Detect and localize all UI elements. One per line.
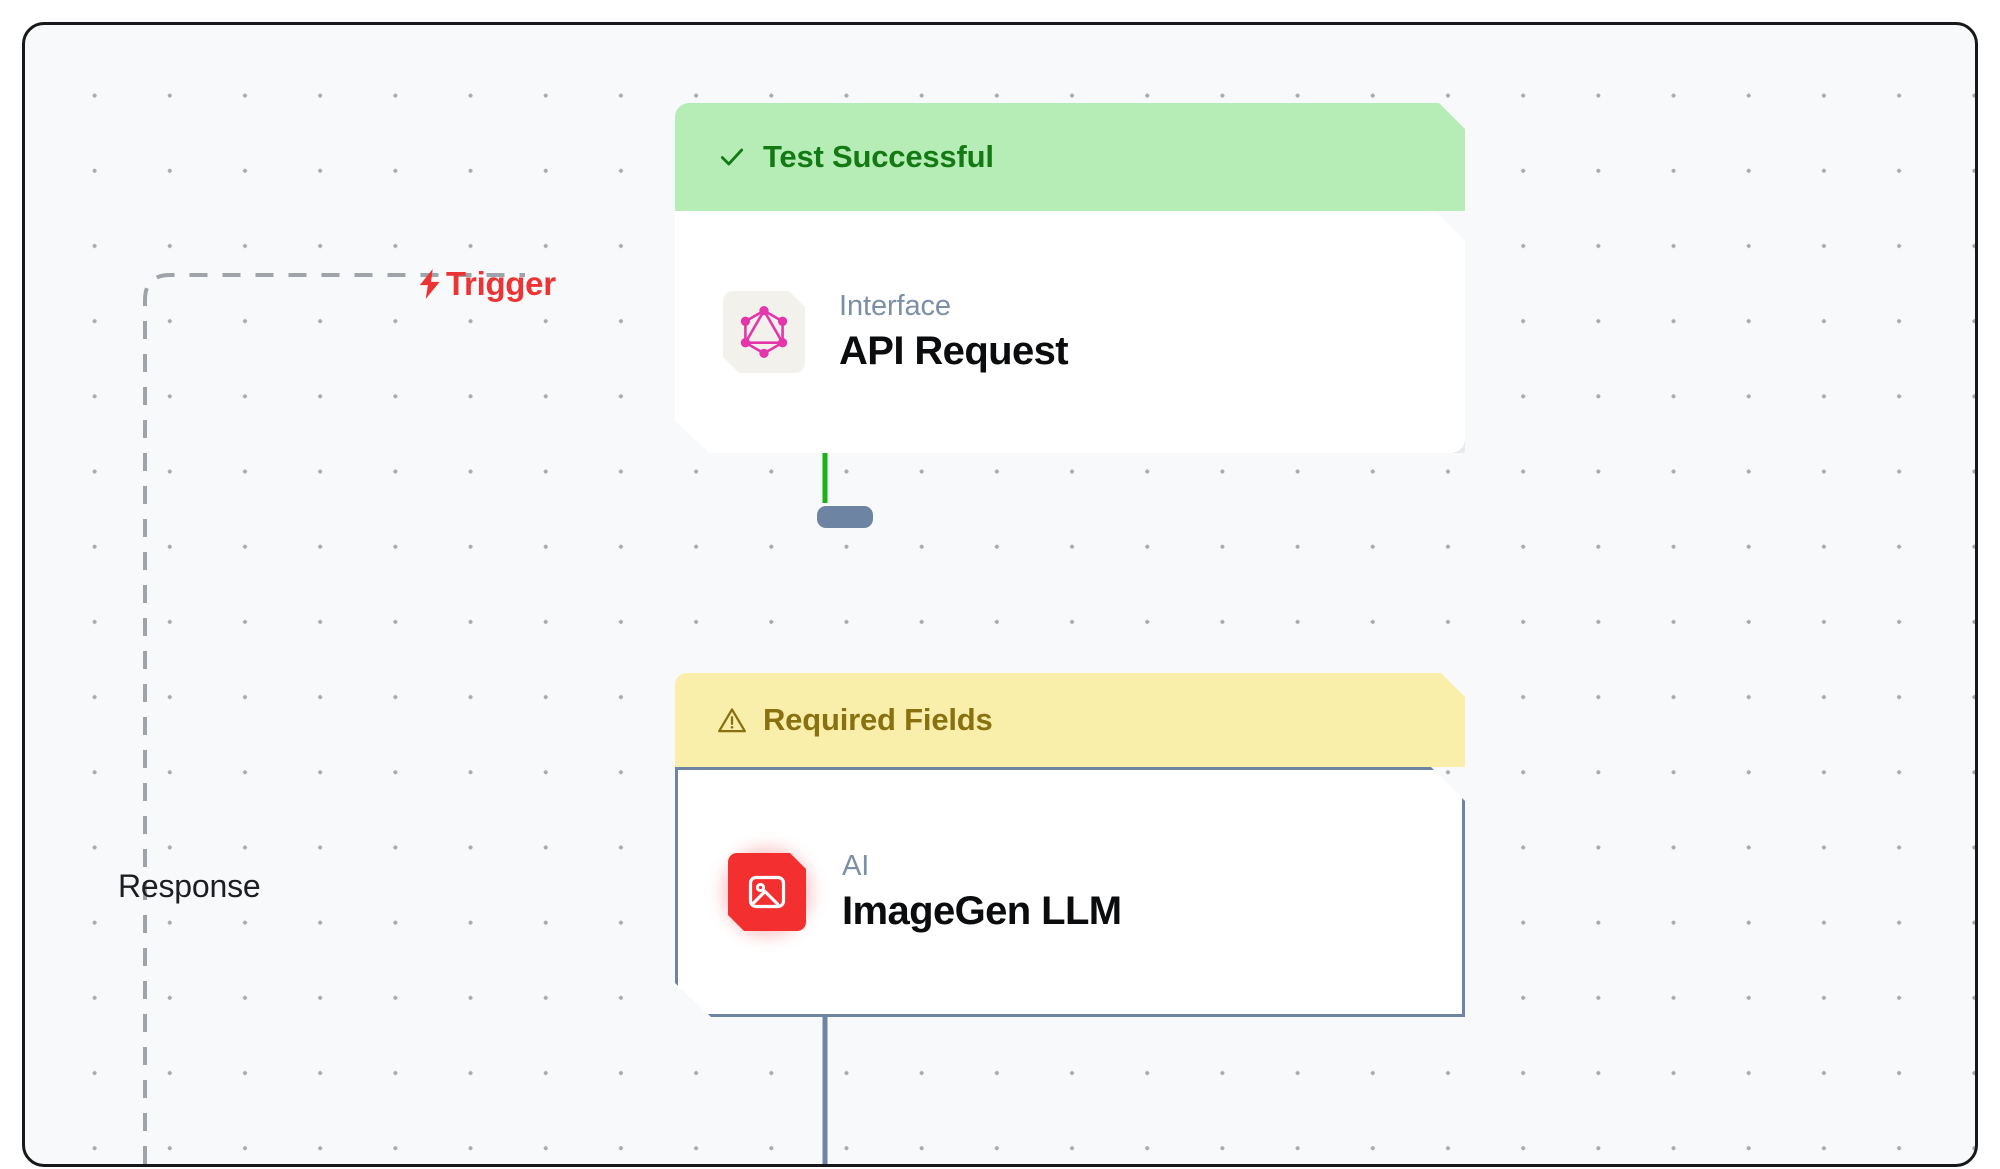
- node-imagegen-llm-icon-wrap: [726, 851, 808, 933]
- trigger-edge-label-text: Trigger: [446, 265, 556, 302]
- node-imagegen-llm-title: ImageGen LLM: [842, 888, 1122, 933]
- node-imagegen-llm-text: AI ImageGen LLM: [842, 851, 1122, 933]
- node-api-request-title: API Request: [839, 328, 1069, 373]
- node-api-request[interactable]: Test Successful: [675, 103, 1465, 453]
- response-edge-label[interactable]: Response: [118, 870, 261, 902]
- image-icon: [728, 853, 806, 931]
- node-imagegen-llm-status-label: Required Fields: [763, 702, 993, 737]
- node-api-request-icon-wrap: [723, 291, 805, 373]
- trigger-response-path: [143, 273, 525, 1164]
- node-api-request-body[interactable]: Interface API Request: [675, 211, 1465, 453]
- node-imagegen-llm-body[interactable]: AI ImageGen LLM: [675, 767, 1465, 1017]
- check-icon: [717, 142, 747, 172]
- node-api-request-status-banner: Test Successful: [675, 103, 1465, 211]
- lightning-bolt-icon: [417, 268, 443, 299]
- node-imagegen-llm[interactable]: Required Fields: [675, 673, 1465, 1017]
- flow-canvas[interactable]: Trigger Response Test Successful: [22, 22, 1978, 1167]
- trigger-edge-label[interactable]: Trigger: [417, 267, 556, 300]
- warning-triangle-icon: [717, 705, 747, 735]
- node-imagegen-llm-kicker: AI: [842, 850, 870, 883]
- response-edge-label-text: Response: [118, 868, 261, 904]
- imagegen-input-handle[interactable]: [817, 506, 873, 528]
- node-api-request-kicker: Interface: [839, 290, 951, 323]
- node-imagegen-llm-status-banner: Required Fields: [675, 673, 1465, 767]
- node-api-request-text: Interface API Request: [839, 291, 1068, 373]
- graphql-icon: [723, 291, 805, 373]
- node-api-request-status-label: Test Successful: [763, 139, 994, 174]
